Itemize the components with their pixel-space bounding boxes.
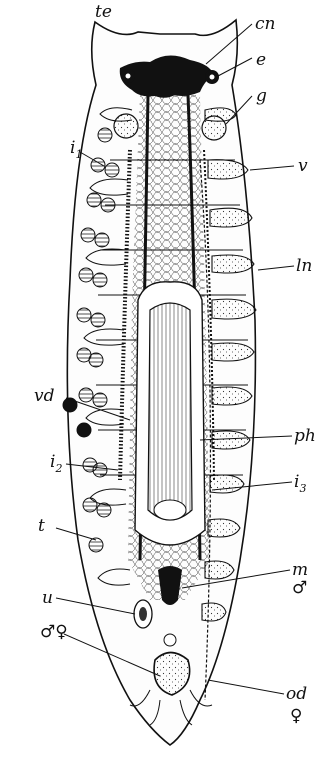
pharynx (148, 303, 192, 520)
label-m: m (292, 562, 308, 579)
label-g: g (256, 88, 267, 105)
label-i1: i1 (70, 140, 82, 157)
label-od: od (286, 686, 307, 703)
label-u: u (42, 590, 53, 607)
germarium-right (202, 116, 226, 140)
label-v: v (298, 158, 308, 175)
label-i3-subscript: 3 (299, 482, 306, 495)
label-te: te (95, 4, 112, 21)
label-ln: ln (296, 258, 312, 275)
label-i2: i2 (50, 454, 62, 471)
label-i1-subscript: 1 (75, 148, 82, 161)
label-e: e (256, 52, 266, 69)
female-symbol: ♀ (290, 708, 302, 725)
hermaphrodite-symbol: ♂♀ (40, 624, 68, 641)
label-i3: i3 (294, 474, 306, 491)
label-cn: cn (255, 16, 275, 33)
male-symbol: ♂ (292, 580, 307, 597)
label-vd: vd (34, 388, 55, 405)
label-i2-subscript: 2 (55, 462, 62, 475)
label-t: t (38, 518, 45, 535)
label-ph: ph (294, 428, 316, 445)
germarium-left (114, 114, 138, 138)
